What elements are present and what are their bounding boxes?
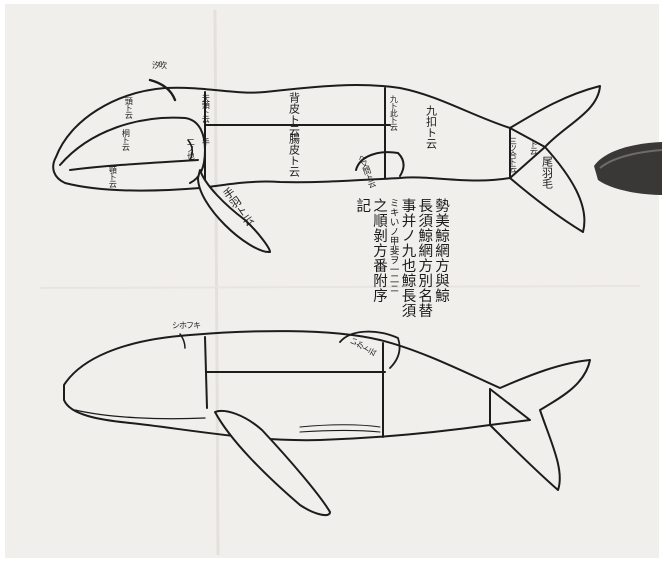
label-tempu: 天頭ト云 [201, 94, 209, 122]
label-harawata: 腸皮ト云 [288, 133, 300, 177]
label-ni-shi: 二ノ也 [186, 138, 194, 159]
label-hiji: 手 [201, 138, 209, 145]
note-column: 長須鯨網方別名替 [416, 198, 431, 328]
note-column: 記 [354, 198, 369, 328]
note-column: 事并ノ九也鯨長須 [400, 198, 415, 328]
label-sebi: 背皮ト云 [288, 92, 300, 136]
label-san-ban: 三ツ合ト云 [508, 137, 516, 172]
note-column: 之順剝方番附序 [371, 198, 386, 328]
label-shiofuki-bottom: シホフキ [172, 320, 200, 331]
label-ban: 尾羽毛 [541, 156, 553, 189]
label-kyu-ji: 九ト此ト云 [389, 95, 397, 130]
note-column: 勢美鯨網方與鯨 [433, 198, 448, 328]
label-kyu-wa: 九扣ト云 [425, 105, 437, 149]
note-column: ミキいノ甲斐ヲ一二ニ [388, 198, 398, 328]
label-kiri: 桐ト云 [121, 129, 129, 150]
label-wo-ba: ト云 [529, 140, 537, 154]
label-hige-left: 顎ト云 [108, 166, 116, 187]
label-shiofuki-top: 汐吹 [152, 60, 166, 71]
label-atama: 頭ト云 [124, 97, 132, 118]
vertical-note: 勢美鯨網方與鯨 長須鯨網方別名替 事并ノ九也鯨長須 ミキいノ甲斐ヲ一二ニ 之順剝… [318, 198, 448, 328]
